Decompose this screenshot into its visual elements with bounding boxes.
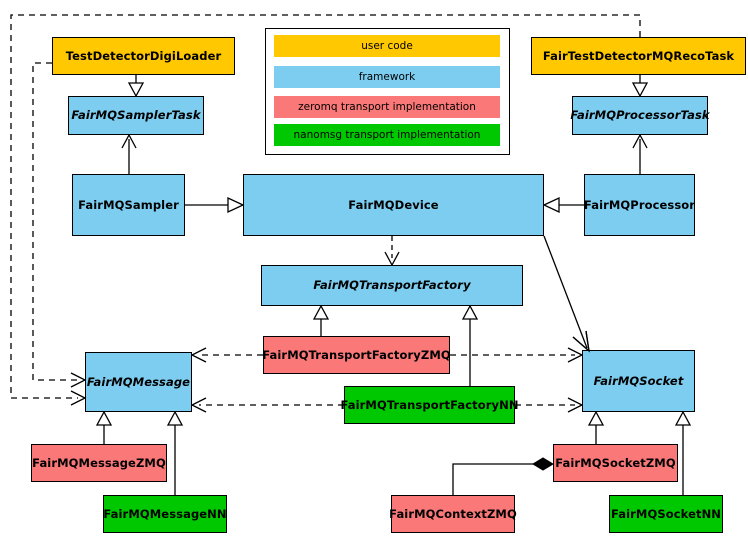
legend-swatch-nanomsg: nanomsg transport implementation [274, 124, 500, 146]
edge-sampler-samplertask [121, 133, 137, 174]
class-node-fairmq-sampler-task[interactable]: FairMQSamplerTask [68, 96, 204, 135]
legend-label-user-code: user code [361, 40, 413, 52]
class-label-fairmq-socket-nn: FairMQSocketNN [610, 506, 722, 521]
edge-sampler-device [185, 196, 245, 214]
edge-messagezmq-message [95, 410, 113, 444]
legend-label-zeromq: zeromq transport implementation [298, 101, 476, 113]
edge-tfzmq-message [190, 347, 263, 363]
class-label-fairmq-sampler: FairMQSampler [78, 197, 179, 212]
edge-recotask-processortask [631, 75, 649, 98]
class-label-fairmq-processor-task: FairMQProcessorTask [570, 108, 710, 123]
legend-label-nanomsg: nanomsg transport implementation [293, 129, 481, 141]
legend-swatch-user-code: user code [274, 35, 500, 57]
edge-digiloader-samplertask [127, 75, 145, 98]
class-node-fairmq-socket[interactable]: FairMQSocket [582, 350, 695, 412]
edge-tfzmq-tf [312, 304, 330, 336]
class-label-fairmq-device: FairMQDevice [348, 197, 439, 212]
class-node-fairmq-processor[interactable]: FairMQProcessor [584, 174, 695, 236]
class-node-fairmq-socket-zmq[interactable]: FairMQSocketZMQ [553, 444, 678, 482]
class-node-fairmq-device[interactable]: FairMQDevice [243, 174, 544, 236]
legend-swatch-framework: framework [274, 66, 500, 88]
edge-messagenn-message [166, 410, 184, 495]
class-node-fair-test-detector-mq-reco-task[interactable]: FairTestDetectorMQRecoTask [531, 37, 746, 75]
class-label-fairmq-transport-factory-zmq: FairMQTransportFactoryZMQ [262, 347, 451, 362]
class-node-fairmq-socket-nn[interactable]: FairMQSocketNN [609, 495, 723, 533]
edge-processor-processortask [632, 133, 648, 174]
class-node-fairmq-message-nn[interactable]: FairMQMessageNN [103, 495, 227, 533]
edge-socketzmq-socket [587, 410, 605, 444]
class-node-fairmq-transport-factory-zmq[interactable]: FairMQTransportFactoryZMQ [262, 336, 451, 374]
class-node-fairmq-transport-factory[interactable]: FairMQTransportFactory [261, 265, 523, 306]
class-node-fairmq-transport-factory-nn[interactable]: FairMQTransportFactoryNN [340, 386, 518, 424]
class-label-fairmq-context-zmq: FairMQContextZMQ [389, 506, 517, 521]
edge-tfnn-message [190, 397, 344, 413]
class-label-fairmq-message-zmq: FairMQMessageZMQ [32, 455, 166, 470]
class-label-fairmq-socket-zmq: FairMQSocketZMQ [555, 455, 676, 470]
class-label-fairmq-sampler-task: FairMQSamplerTask [71, 108, 201, 123]
edge-tfnn-tf [461, 304, 479, 386]
arrowhead-device-socket-overlay [572, 330, 590, 353]
class-node-test-detector-digi-loader[interactable]: TestDetectorDigiLoader [52, 37, 235, 75]
class-node-fairmq-message[interactable]: FairMQMessage [85, 352, 192, 412]
class-node-fairmq-context-zmq[interactable]: FairMQContextZMQ [389, 495, 517, 533]
legend-swatch-zeromq: zeromq transport implementation [274, 96, 500, 118]
class-label-fair-test-detector-mq-reco-task: FairTestDetectorMQRecoTask [542, 48, 735, 63]
class-label-fairmq-transport-factory: FairMQTransportFactory [313, 278, 471, 293]
class-node-fairmq-message-zmq[interactable]: FairMQMessageZMQ [31, 444, 167, 482]
legend-label-framework: framework [358, 71, 416, 83]
class-label-fairmq-socket: FairMQSocket [593, 373, 684, 388]
class-label-test-detector-digi-loader: TestDetectorDigiLoader [65, 48, 222, 63]
class-label-fairmq-message: FairMQMessage [86, 374, 191, 389]
class-label-fairmq-processor: FairMQProcessor [583, 197, 696, 212]
class-label-fairmq-message-nn: FairMQMessageNN [103, 506, 227, 521]
class-label-fairmq-transport-factory-nn: FairMQTransportFactoryNN [340, 397, 519, 412]
class-node-fairmq-sampler[interactable]: FairMQSampler [72, 174, 185, 236]
class-node-fairmq-processor-task[interactable]: FairMQProcessorTask [570, 96, 710, 135]
edge-processor-device [542, 196, 584, 214]
edge-socketnn-socket [674, 410, 692, 495]
edge-contextzmq-socketzmq [452, 457, 554, 495]
